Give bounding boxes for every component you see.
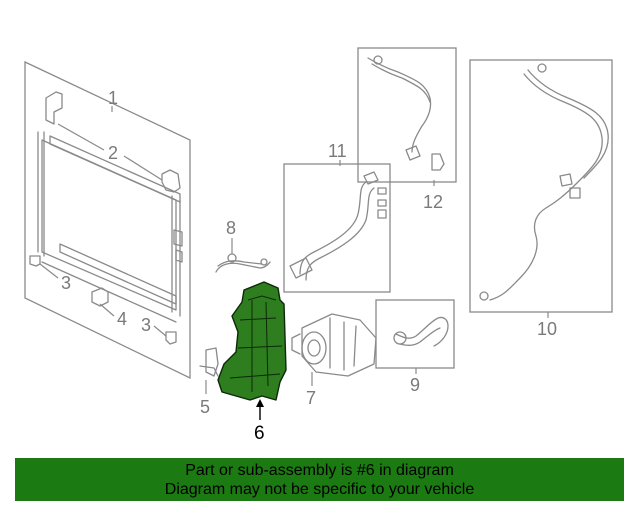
part-12-box <box>357 47 457 183</box>
callout-3: 3 <box>61 273 71 293</box>
lower-bracket-3b <box>165 331 177 345</box>
callout-6: 6 <box>254 423 265 444</box>
upper-bracket-right <box>161 169 181 193</box>
highlighted-part-6: 6 <box>217 281 287 444</box>
callout-2: 2 <box>108 143 118 163</box>
hose-part-11: 11 <box>283 141 391 293</box>
callout-12: 12 <box>423 192 443 212</box>
callout-4: 4 <box>117 309 127 329</box>
part-11-box <box>283 163 391 293</box>
lower-bracket-3 <box>29 255 41 267</box>
callout-7: 7 <box>306 388 316 408</box>
leader-6-arrow <box>256 399 264 407</box>
hose-part-9: 9 <box>375 299 455 395</box>
callout-11: 11 <box>328 141 347 161</box>
pipe-part-10: 10 <box>469 59 613 339</box>
callout-9: 9 <box>410 375 420 395</box>
banner-line-2: Diagram may not be specific to your vehi… <box>164 481 475 498</box>
callout-3-lower: 3 <box>141 315 151 335</box>
upper-bracket-left <box>45 91 63 125</box>
part-10-box <box>469 59 613 313</box>
condenser-assembly: 1 2 3 4 3 <box>24 60 191 380</box>
bracket-part-5: 5 <box>199 347 219 417</box>
callout-8: 8 <box>226 218 236 238</box>
condenser-bottom-rail <box>59 243 177 305</box>
callout-1: 1 <box>108 88 118 108</box>
mount-bracket-4 <box>91 287 109 307</box>
pipe-part-8: 8 <box>215 218 271 273</box>
compressor-part-7: 7 <box>291 313 377 408</box>
pipe-part-12: 12 <box>357 47 457 212</box>
parts-diagram: 1 2 3 4 3 8 6 5 7 <box>24 47 613 444</box>
condenser-panel-outline <box>24 60 191 380</box>
info-banner: Part or sub-assembly is #6 in diagram Di… <box>15 458 624 501</box>
duct-detail-lines <box>229 295 283 392</box>
banner-line-1: Part or sub-assembly is #6 in diagram <box>185 462 454 479</box>
callout-5: 5 <box>200 397 210 417</box>
callout-10: 10 <box>537 319 557 339</box>
part-9-box <box>375 299 455 369</box>
